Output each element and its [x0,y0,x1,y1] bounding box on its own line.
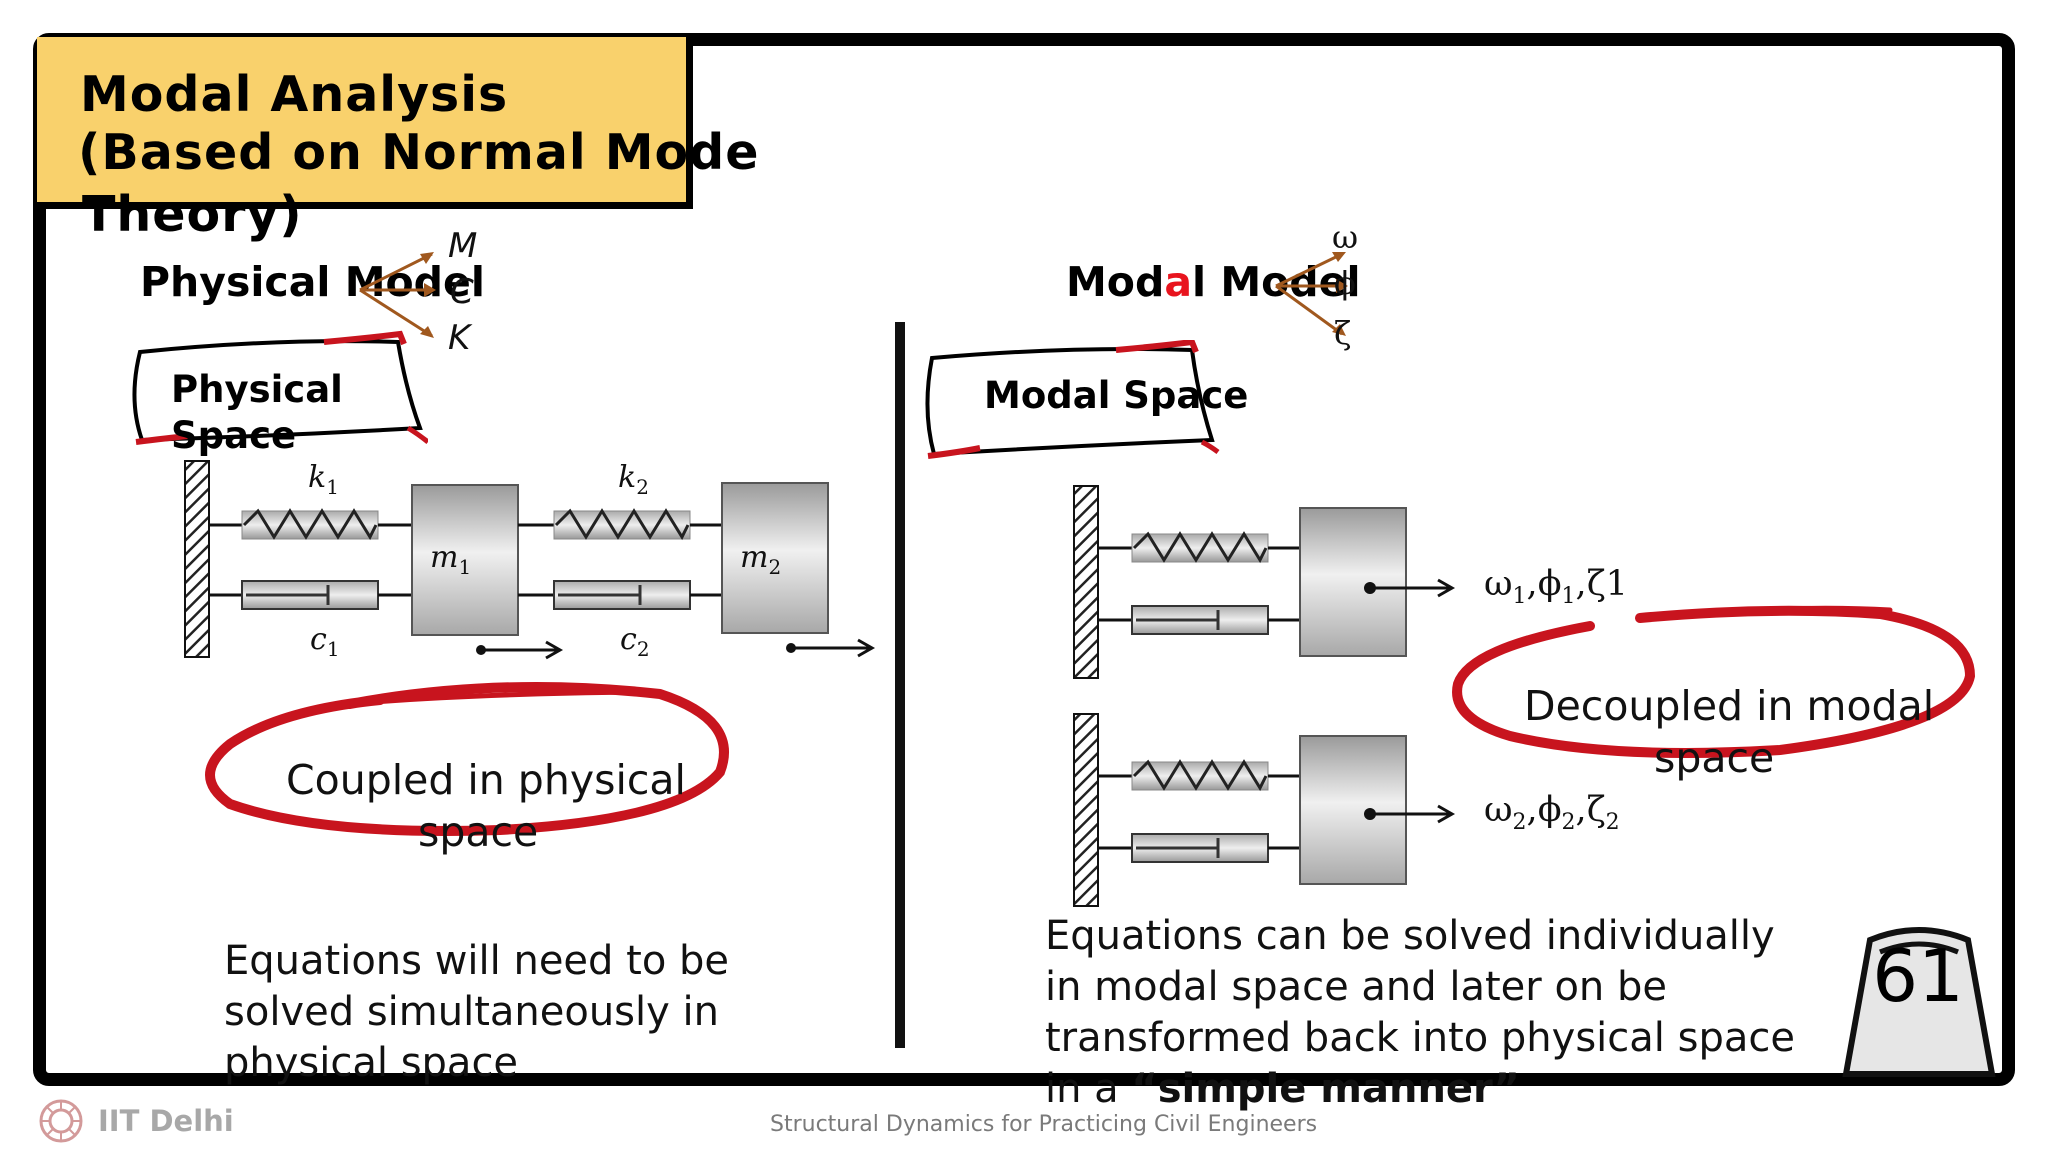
slide-number: 61 [1872,934,1964,1018]
modal-model-arrows [1275,252,1348,336]
physical-space-banner [132,330,428,445]
decoupled-text-2: space [1654,734,1775,782]
param-zeta: ζ [1334,314,1352,352]
footer-brand: IIT Delhi [98,1104,234,1138]
label-m1: m1 [430,540,472,579]
title-box [37,37,693,209]
mass-m1 [411,484,519,636]
coupled-text-2: space [418,808,539,856]
label-c1: c1 [310,622,340,661]
label-k2: k2 [618,460,649,499]
mode-2-label: ω2,ϕ2,ζ2 [1484,790,1620,835]
physical-space-label-2: Space [171,414,297,457]
left-body-line-3: physical space [224,1040,519,1086]
label-k1: k1 [308,460,339,499]
decoupled-oval [1452,605,1976,758]
right-body-line-2: in modal space and later on be [1045,964,1667,1010]
title-line-3: Theory) [82,186,303,243]
physical-model-arrows [359,252,436,338]
param-m: M [448,226,478,266]
param-k: K [448,318,471,358]
left-wall [184,460,210,658]
left-body-line-1: Equations will need to be [224,938,730,984]
left-body-line-2: solved simultaneously in [224,989,719,1035]
mass-m2 [721,482,829,634]
label-c2: c2 [620,622,650,661]
coupled-text-1: Coupled in physical [286,756,686,804]
decoupled-text-1: Decoupled in modal [1524,682,1935,730]
center-divider [895,322,905,1048]
modal-model-heading: Modal Model [1066,258,1361,306]
iit-delhi-logo-icon [39,1099,83,1143]
param-omega: ω [1332,218,1359,256]
param-c: C [450,272,474,312]
title-line-2: (Based on Normal Mode [78,124,760,181]
right-body-line-1: Equations can be solved individually [1045,913,1775,959]
right-body-line-3: transformed back into physical space [1045,1015,1795,1061]
coupled-oval [205,681,729,836]
modal-sdof-diagrams [1073,485,1456,907]
physical-model-heading: Physical Model [140,258,485,306]
modal-space-label: Modal Space [984,374,1249,417]
modal-space-banner [925,340,1220,459]
label-m2: m2 [740,540,782,579]
footer-course-title: Structural Dynamics for Practicing Civil… [770,1112,1318,1137]
right-body-line-4: in a “simple manner” [1045,1066,1520,1112]
slide-number-badge [1842,927,1996,1077]
param-phi: ϕ [1334,264,1356,302]
physical-space-label-1: Physical [171,368,343,411]
two-dof-diagram [184,460,876,660]
mode-1-label: ω1,ϕ1,ζ1 [1484,564,1628,609]
title-line-1: Modal Analysis [80,66,509,123]
